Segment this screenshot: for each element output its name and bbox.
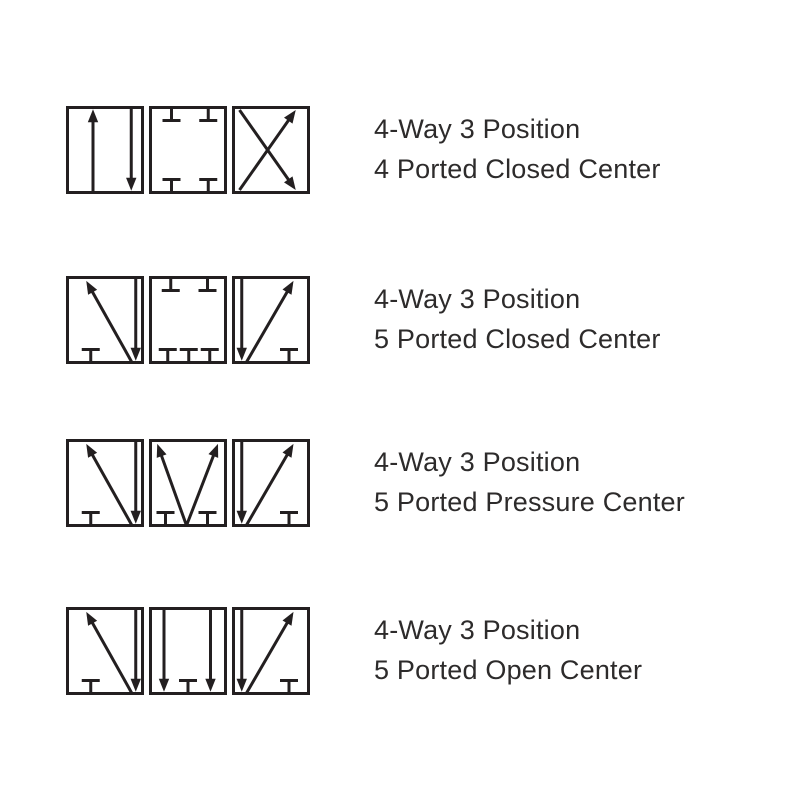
valve-row-5-ported-closed-center: 4-Way 3 Position 5 Ported Closed Center xyxy=(0,276,800,364)
valve-row-5-ported-pressure-center: 4-Way 3 Position 5 Ported Pressure Cente… xyxy=(0,439,800,527)
valve-label: 4-Way 3 Position 5 Ported Closed Center xyxy=(374,279,661,359)
valve-symbol-5-ported-closed-center-diagram xyxy=(66,276,310,364)
valve-label-line2: 5 Ported Open Center xyxy=(374,655,643,685)
valve-label: 4-Way 3 Position 4 Ported Closed Center xyxy=(374,109,661,189)
valve-symbol-5-ported-open-center-diagram xyxy=(66,607,310,695)
valve-label-line2: 5 Ported Pressure Center xyxy=(374,487,685,517)
valve-label: 4-Way 3 Position 5 Ported Open Center xyxy=(374,610,642,690)
valve-label: 4-Way 3 Position 5 Ported Pressure Cente… xyxy=(374,442,685,522)
valve-label-line1: 4-Way 3 Position xyxy=(374,284,581,314)
valve-label-line2: 4 Ported Closed Center xyxy=(374,154,661,184)
valve-label-line2: 5 Ported Closed Center xyxy=(374,324,661,354)
valve-label-line1: 4-Way 3 Position xyxy=(374,114,581,144)
valve-row-5-ported-open-center: 4-Way 3 Position 5 Ported Open Center xyxy=(0,607,800,695)
valve-symbol-5-ported-pressure-center-diagram xyxy=(66,439,310,527)
valve-symbol-4-ported-closed-center-diagram xyxy=(66,106,310,194)
valve-row-4-ported-closed-center: 4-Way 3 Position 4 Ported Closed Center xyxy=(0,106,800,194)
valve-label-line1: 4-Way 3 Position xyxy=(374,447,581,477)
valve-label-line1: 4-Way 3 Position xyxy=(374,615,581,645)
